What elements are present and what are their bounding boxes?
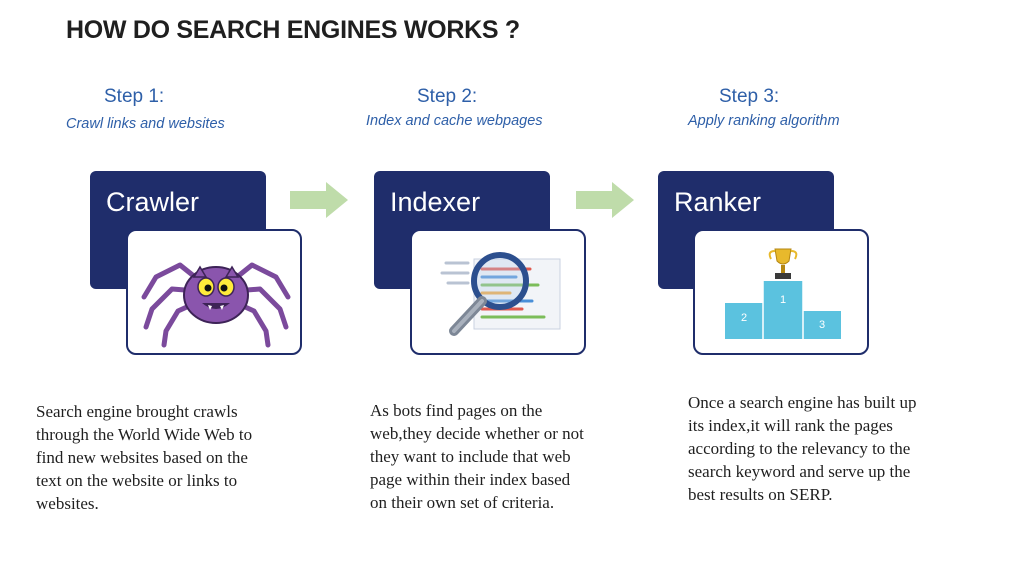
podium-trophy-icon: 1 2 3 [725,248,841,339]
ranker-label: Ranker [674,187,762,217]
step-2-heading: Step 2: [417,86,478,107]
desc-line: Search engine brought crawls [36,402,238,421]
podium-second-label: 2 [741,312,747,324]
crawler-label: Crawler [106,187,200,217]
step-1-heading: Step 1: [104,86,165,107]
step-3-description: Once a search engine has built up its in… [688,391,988,506]
indexer-card [410,229,586,355]
step-2-description: As bots find pages on the web,they decid… [370,399,640,514]
step-1-subtitle: Crawl links and websites [66,116,225,132]
desc-line: its index,it will rank the pages [688,416,893,435]
podium-third-label: 3 [819,319,825,331]
ranker-card: 1 2 3 [693,229,869,355]
desc-line: on their own set of criteria. [370,493,555,512]
arrow-right-icon [290,182,348,218]
page-title: HOW DO SEARCH ENGINES WORKS ? [66,16,520,44]
desc-line: search keyword and serve up the [688,462,911,481]
desc-line: text on the website or links to [36,471,238,490]
magnifier-document-icon [440,252,561,336]
desc-line: find new websites based on the [36,448,248,467]
step-2-subtitle: Index and cache webpages [366,113,543,129]
desc-line: they want to include that web [370,447,571,466]
desc-line: As bots find pages on the [370,401,543,420]
step-1-description: Search engine brought crawls through the… [36,400,306,515]
step-3-heading: Step 3: [719,86,780,107]
desc-line: best results on SERP. [688,485,833,504]
desc-line: through the World Wide Web to [36,425,253,444]
spider-icon [141,262,291,348]
desc-line: Once a search engine has built up [688,393,917,412]
step-3-subtitle: Apply ranking algorithm [688,113,840,129]
desc-line: web,they decide whether or not [370,424,584,443]
arrow-right-icon [576,182,634,218]
desc-line: websites. [36,494,99,513]
podium-first-label: 1 [780,294,786,306]
desc-line: page within their index based [370,470,571,489]
crawler-card [126,229,302,355]
desc-line: according to the relevancy to the [688,439,911,458]
indexer-label: Indexer [390,187,481,217]
